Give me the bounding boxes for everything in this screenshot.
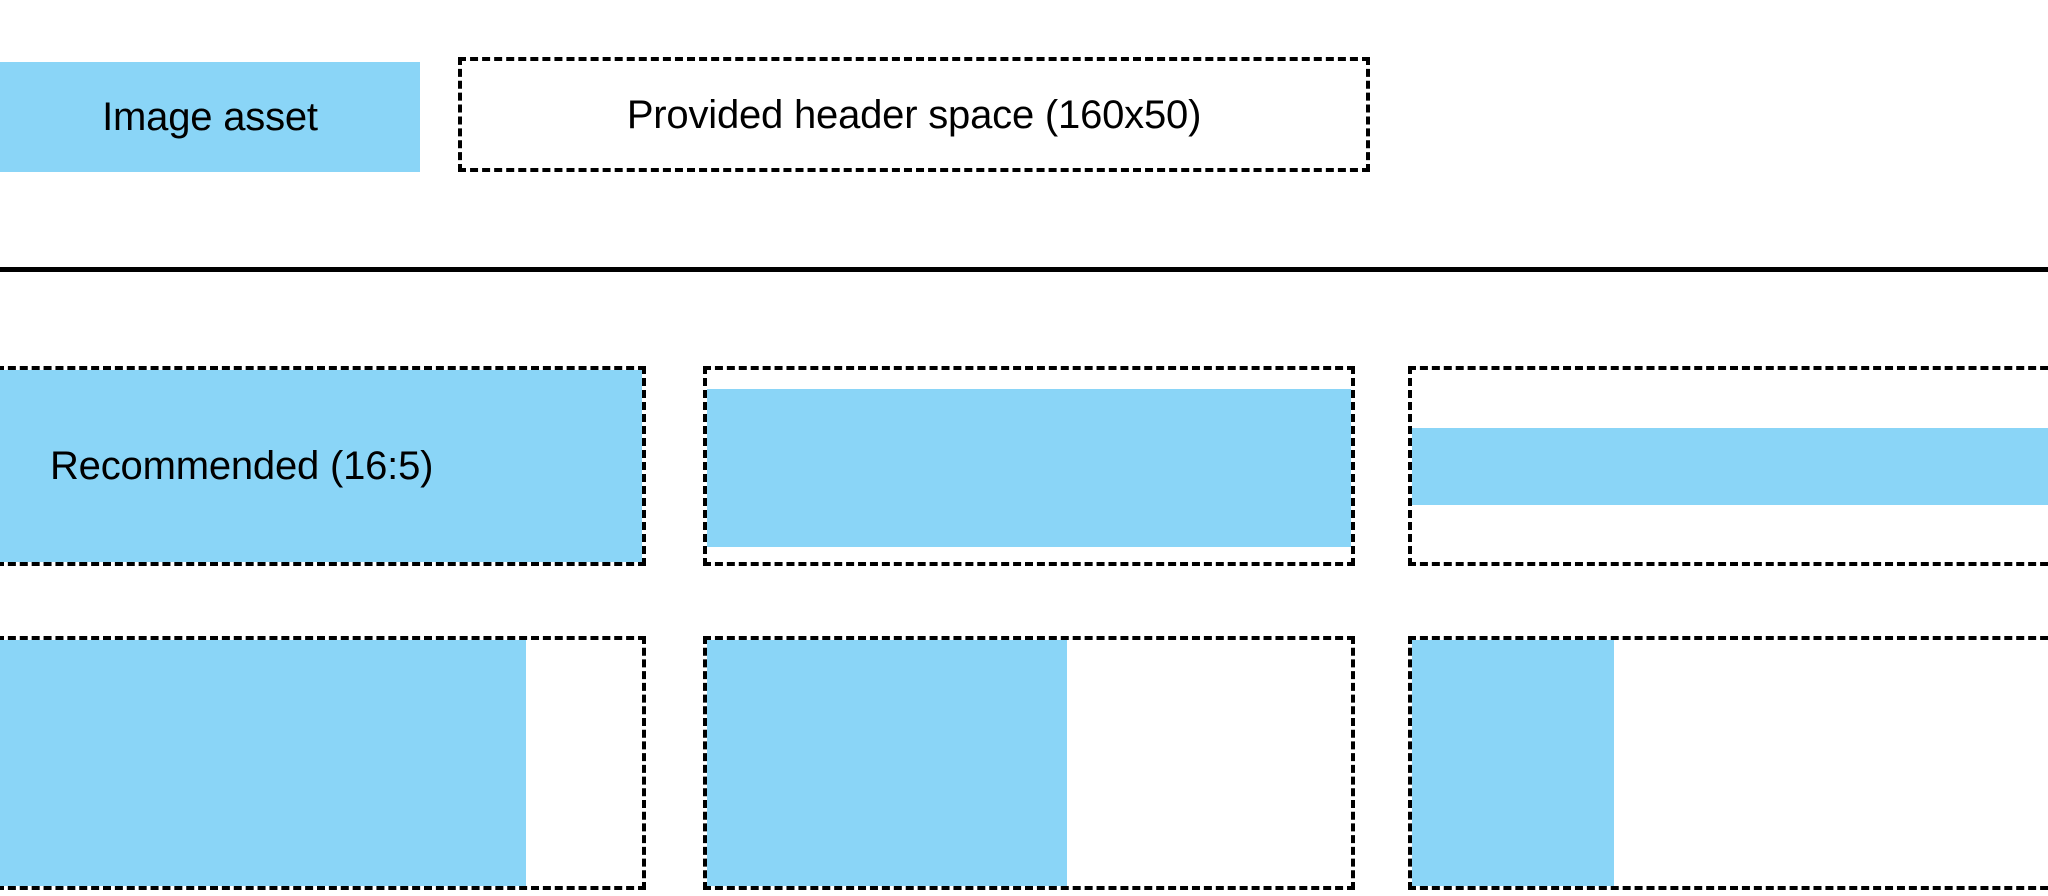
provided-header-space-box: Provided header space (160x50) xyxy=(458,57,1370,172)
cell-shorter-than-slot xyxy=(703,366,1355,566)
recommended-ratio-label: Recommended (16:5) xyxy=(50,444,434,488)
header-legend-row: Image asset Provided header space (160x5… xyxy=(0,57,2048,173)
asset-fill xyxy=(707,640,1067,886)
asset-fill xyxy=(1412,640,1614,886)
asset-fill xyxy=(0,370,642,562)
cell-wide-thin-band xyxy=(1408,366,2048,566)
asset-fill xyxy=(0,640,526,886)
section-divider xyxy=(0,267,2048,272)
cell-half-width xyxy=(703,636,1355,890)
image-asset-label: Image asset xyxy=(102,95,318,139)
asset-fill xyxy=(1412,428,2048,505)
cell-narrower-than-slot xyxy=(0,636,646,890)
cell-recommended-16-5: Recommended (16:5) xyxy=(0,366,646,566)
aspect-fit-height-row: Recommended (16:5) xyxy=(0,366,2048,566)
provided-header-space-label: Provided header space (160x50) xyxy=(626,92,1202,137)
image-asset-swatch: Image asset xyxy=(0,62,420,172)
cell-narrow-tall xyxy=(1408,636,2048,890)
asset-fill xyxy=(707,389,1351,547)
aspect-fit-width-row xyxy=(0,636,2048,890)
